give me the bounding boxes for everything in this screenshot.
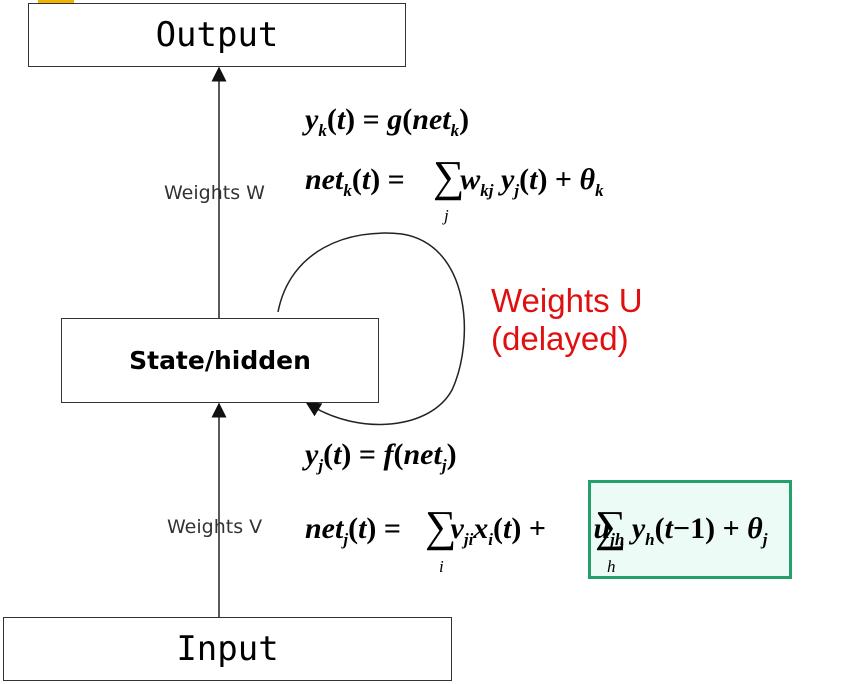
sum-symbol-h: ∑ [595,502,627,551]
weights-v-label: Weights V [167,516,263,538]
equation-netk: netk(t) = wkj yj(t) + θk [305,163,604,200]
weights-u-line2: (delayed) [491,319,629,357]
weights-u-line1: Weights U [491,282,643,319]
equation-yk: yk(t) = g(netk) [305,103,470,140]
input-node: Input [3,617,452,681]
corner-mark [38,0,74,4]
output-node: Output [28,3,406,67]
hidden-state-node: State/hidden [61,318,379,403]
arrow-recurrent-loop [277,232,466,426]
sum-symbol-i: ∑ [425,502,457,551]
sum-index-j: j [444,206,449,225]
weights-u-label: Weights U (delayed) [491,282,643,358]
sum-index-h: h [607,557,616,576]
sum-symbol-j: ∑ [433,152,465,201]
equation-netj: netj(t) = vjixi(t) + ujh yh(t−1) + θj [305,512,768,549]
recurrent-term-highlight [588,480,792,579]
equation-yj: yj(t) = f(netj) [305,438,457,475]
weights-w-label: Weights W [164,182,265,204]
sum-index-i: i [439,557,444,576]
